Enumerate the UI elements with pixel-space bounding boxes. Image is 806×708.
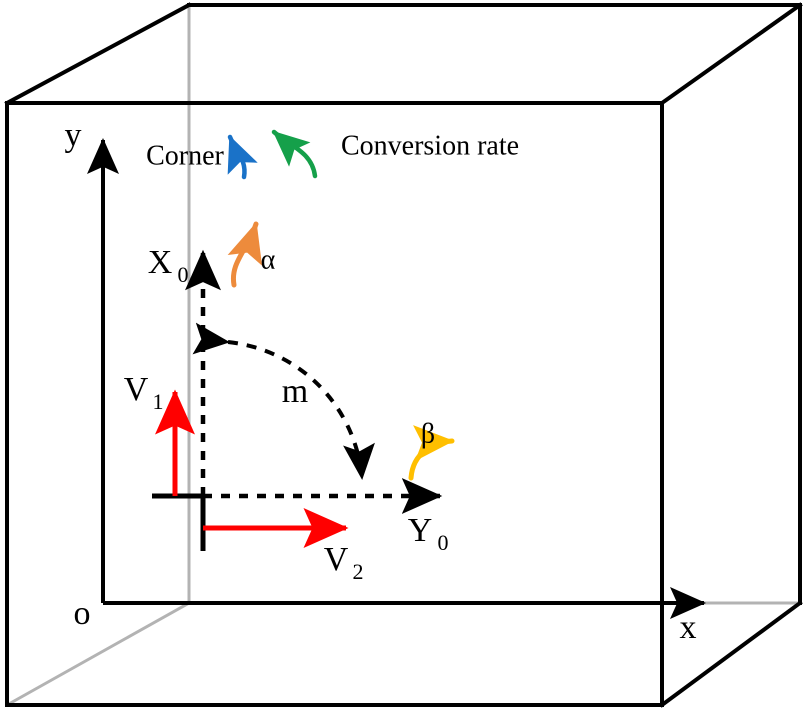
svg-text:1: 1 xyxy=(153,389,164,414)
beta-curved-arrow xyxy=(408,425,455,481)
x-axis-label: x xyxy=(680,609,697,646)
box-visible-edges xyxy=(4,2,803,708)
svg-text:X: X xyxy=(148,244,173,281)
y0-axis-label: Y 0 xyxy=(408,512,449,555)
corner-label: Corner xyxy=(146,140,224,171)
hidden-edge-bottom-left-diagonal xyxy=(4,600,192,708)
alpha-label: α xyxy=(261,244,276,275)
svg-text:0: 0 xyxy=(438,530,449,555)
conversion-rate-callout-arrow xyxy=(271,129,318,179)
box-edge-bottom-right-diag xyxy=(659,600,803,708)
alpha-curved-arrow xyxy=(227,221,263,288)
v1-label: V 1 xyxy=(124,371,164,414)
svg-text:0: 0 xyxy=(178,262,189,287)
svg-text:Y: Y xyxy=(408,512,433,549)
origin-label: o xyxy=(74,595,91,632)
box-edge-top-left-diag xyxy=(4,2,192,106)
beta-label: β xyxy=(421,418,435,449)
box-hidden-edges xyxy=(4,3,802,708)
arc-m-path xyxy=(192,322,375,480)
local-dashed-axes xyxy=(185,249,443,514)
main-axes xyxy=(87,138,706,619)
svg-text:V: V xyxy=(324,541,349,578)
box-edge-top-right-diag xyxy=(659,2,803,106)
arc-m-label: m xyxy=(282,373,308,410)
x0-axis-label: X 0 xyxy=(148,244,189,287)
conversion-rate-label: Conversion rate xyxy=(341,130,519,161)
svg-text:V: V xyxy=(124,371,149,408)
local-frame-ticks xyxy=(152,493,206,551)
y-axis-label: y xyxy=(65,117,82,154)
rotation-arc-m xyxy=(192,322,375,480)
v2-label: V 2 xyxy=(324,541,364,584)
corner-callout-arrow xyxy=(227,134,258,180)
vector-arrows xyxy=(155,389,349,548)
svg-text:2: 2 xyxy=(353,559,364,584)
